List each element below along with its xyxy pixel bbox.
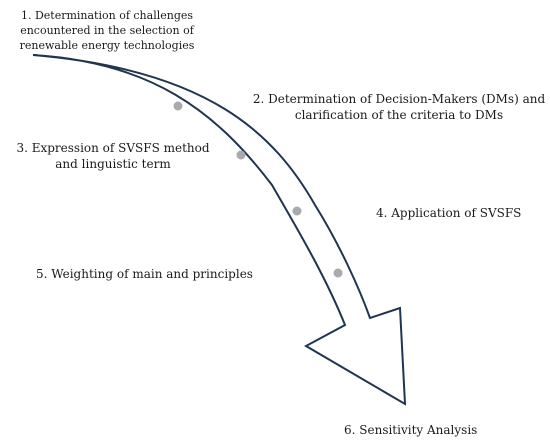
step-2-line-1: 2. Determination of Decision-Makers (DMs… [252,92,546,106]
step-2-line-2: clarification of the criteria to DMs [294,108,504,122]
step-2-label: 2. Determination of Decision-Makers (DMs… [249,91,549,123]
curved-process-arrow [32,54,407,406]
step-4-label: 4. Application of SVSFS [376,205,536,221]
step-4-line-1: 4. Application of SVSFS [376,206,522,220]
step-3-label: 3. Expression of SVSFS method and lingui… [2,140,224,172]
step-5-label: 5. Weighting of main and principles [36,266,286,282]
step-marker-dot-4 [333,268,343,278]
step-5-line-1: 5. Weighting of main and principles [36,267,253,281]
step-marker-dot-3 [292,206,302,216]
step-1-label: 1. Determination of challenges encounter… [2,8,212,53]
step-1-line-2: encountered in the selection of [20,24,194,37]
step-1-line-1: 1. Determination of challenges [20,9,194,22]
step-6-line-1: 6. Sensitivity Analysis [344,423,478,437]
step-3-line-1: 3. Expression of SVSFS method [16,141,210,155]
step-6-label: 6. Sensitivity Analysis [344,422,514,438]
step-marker-dot-2 [236,150,246,160]
step-3-line-2: and linguistic term [55,157,171,171]
step-1-line-3: renewable energy technologies [19,39,195,52]
step-marker-dot-1 [173,101,183,111]
